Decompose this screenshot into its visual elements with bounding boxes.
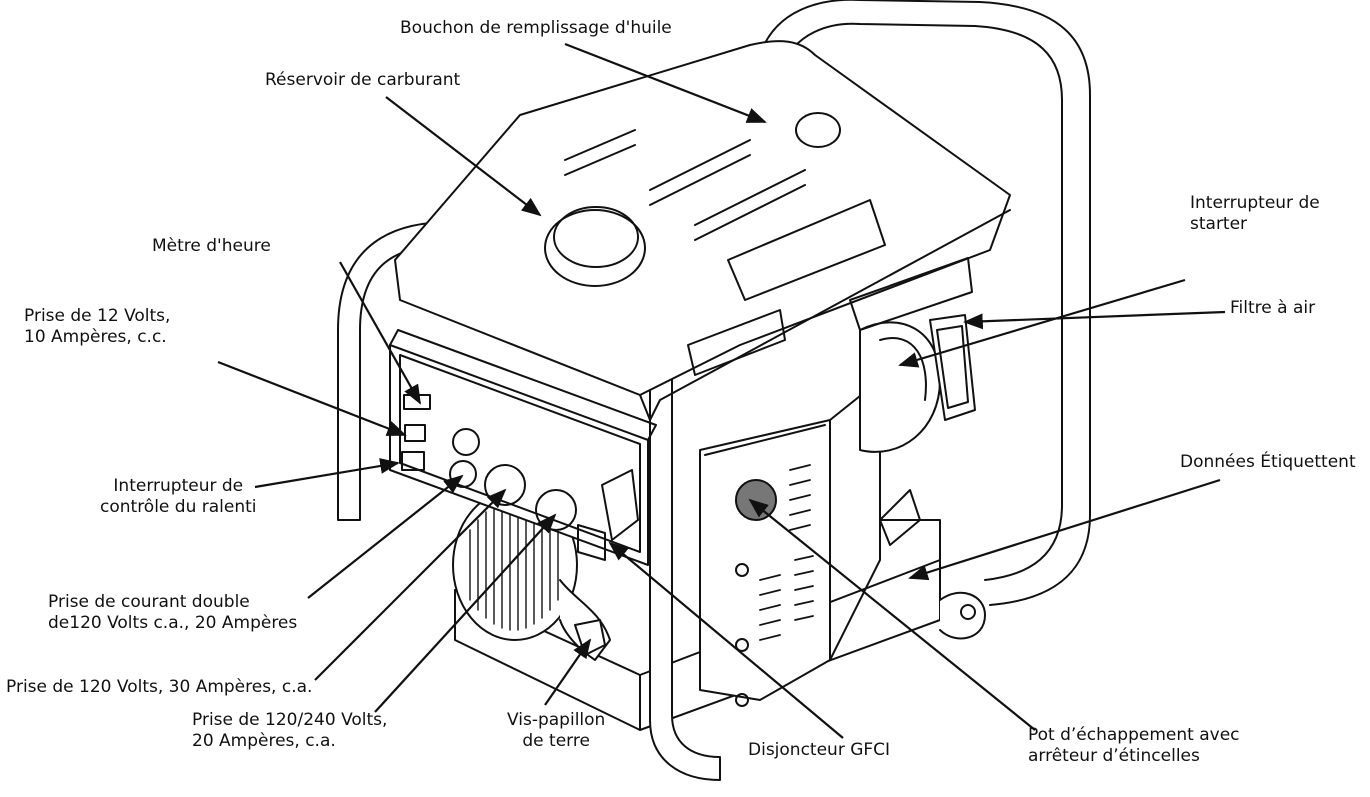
muffler-screen: [735, 479, 777, 521]
idle-switch: [401, 451, 425, 471]
leader-duplex: [307, 474, 464, 599]
leader-hour-meter: [339, 261, 421, 405]
leader-oil-cap: [564, 42, 767, 124]
leader-muffler: [748, 498, 1036, 731]
fuel-tank: [394, 40, 1011, 421]
leader-air-filter: [963, 310, 1226, 330]
label-fuel-tank: Réservoir de carburant: [265, 70, 461, 90]
leader-dc-outlet: [217, 360, 407, 437]
leader-data-label: [908, 478, 1221, 581]
label-gfci: Disjoncteur GFCI: [748, 740, 891, 760]
oil-cap: [795, 112, 841, 148]
control-panel: [389, 329, 657, 566]
label-outlet-240v: Prise de 120/240 Volts,20 Ampères, c.a.: [192, 710, 388, 751]
outlet-a: [452, 428, 480, 456]
label-dc-outlet: Prise de 12 Volts,10 Ampères, c.c.: [24, 306, 171, 347]
leader-ground: [544, 638, 592, 706]
fuel-cap: [544, 209, 646, 287]
rear-frame: [759, 0, 1091, 606]
label-outlet-30a: Prise de 120 Volts, 30 Ampères, c.a.: [6, 677, 313, 697]
label-hour-meter: Mètre d'heure: [152, 236, 271, 256]
gfci-box: [577, 524, 606, 561]
leader-30a: [314, 488, 507, 681]
label-oil-cap: Bouchon de remplissage d'huile: [400, 18, 672, 38]
leader-idle-switch: [254, 458, 400, 489]
leader-choke: [898, 278, 1186, 368]
label-data-plate: Données Étiquettent: [1180, 452, 1356, 472]
leader-fuel-tank: [385, 96, 542, 217]
engine: [699, 314, 976, 707]
leader-240v: [374, 513, 557, 713]
leader-gfci: [608, 541, 844, 739]
label-air-filter: Filtre à air: [1230, 298, 1316, 318]
